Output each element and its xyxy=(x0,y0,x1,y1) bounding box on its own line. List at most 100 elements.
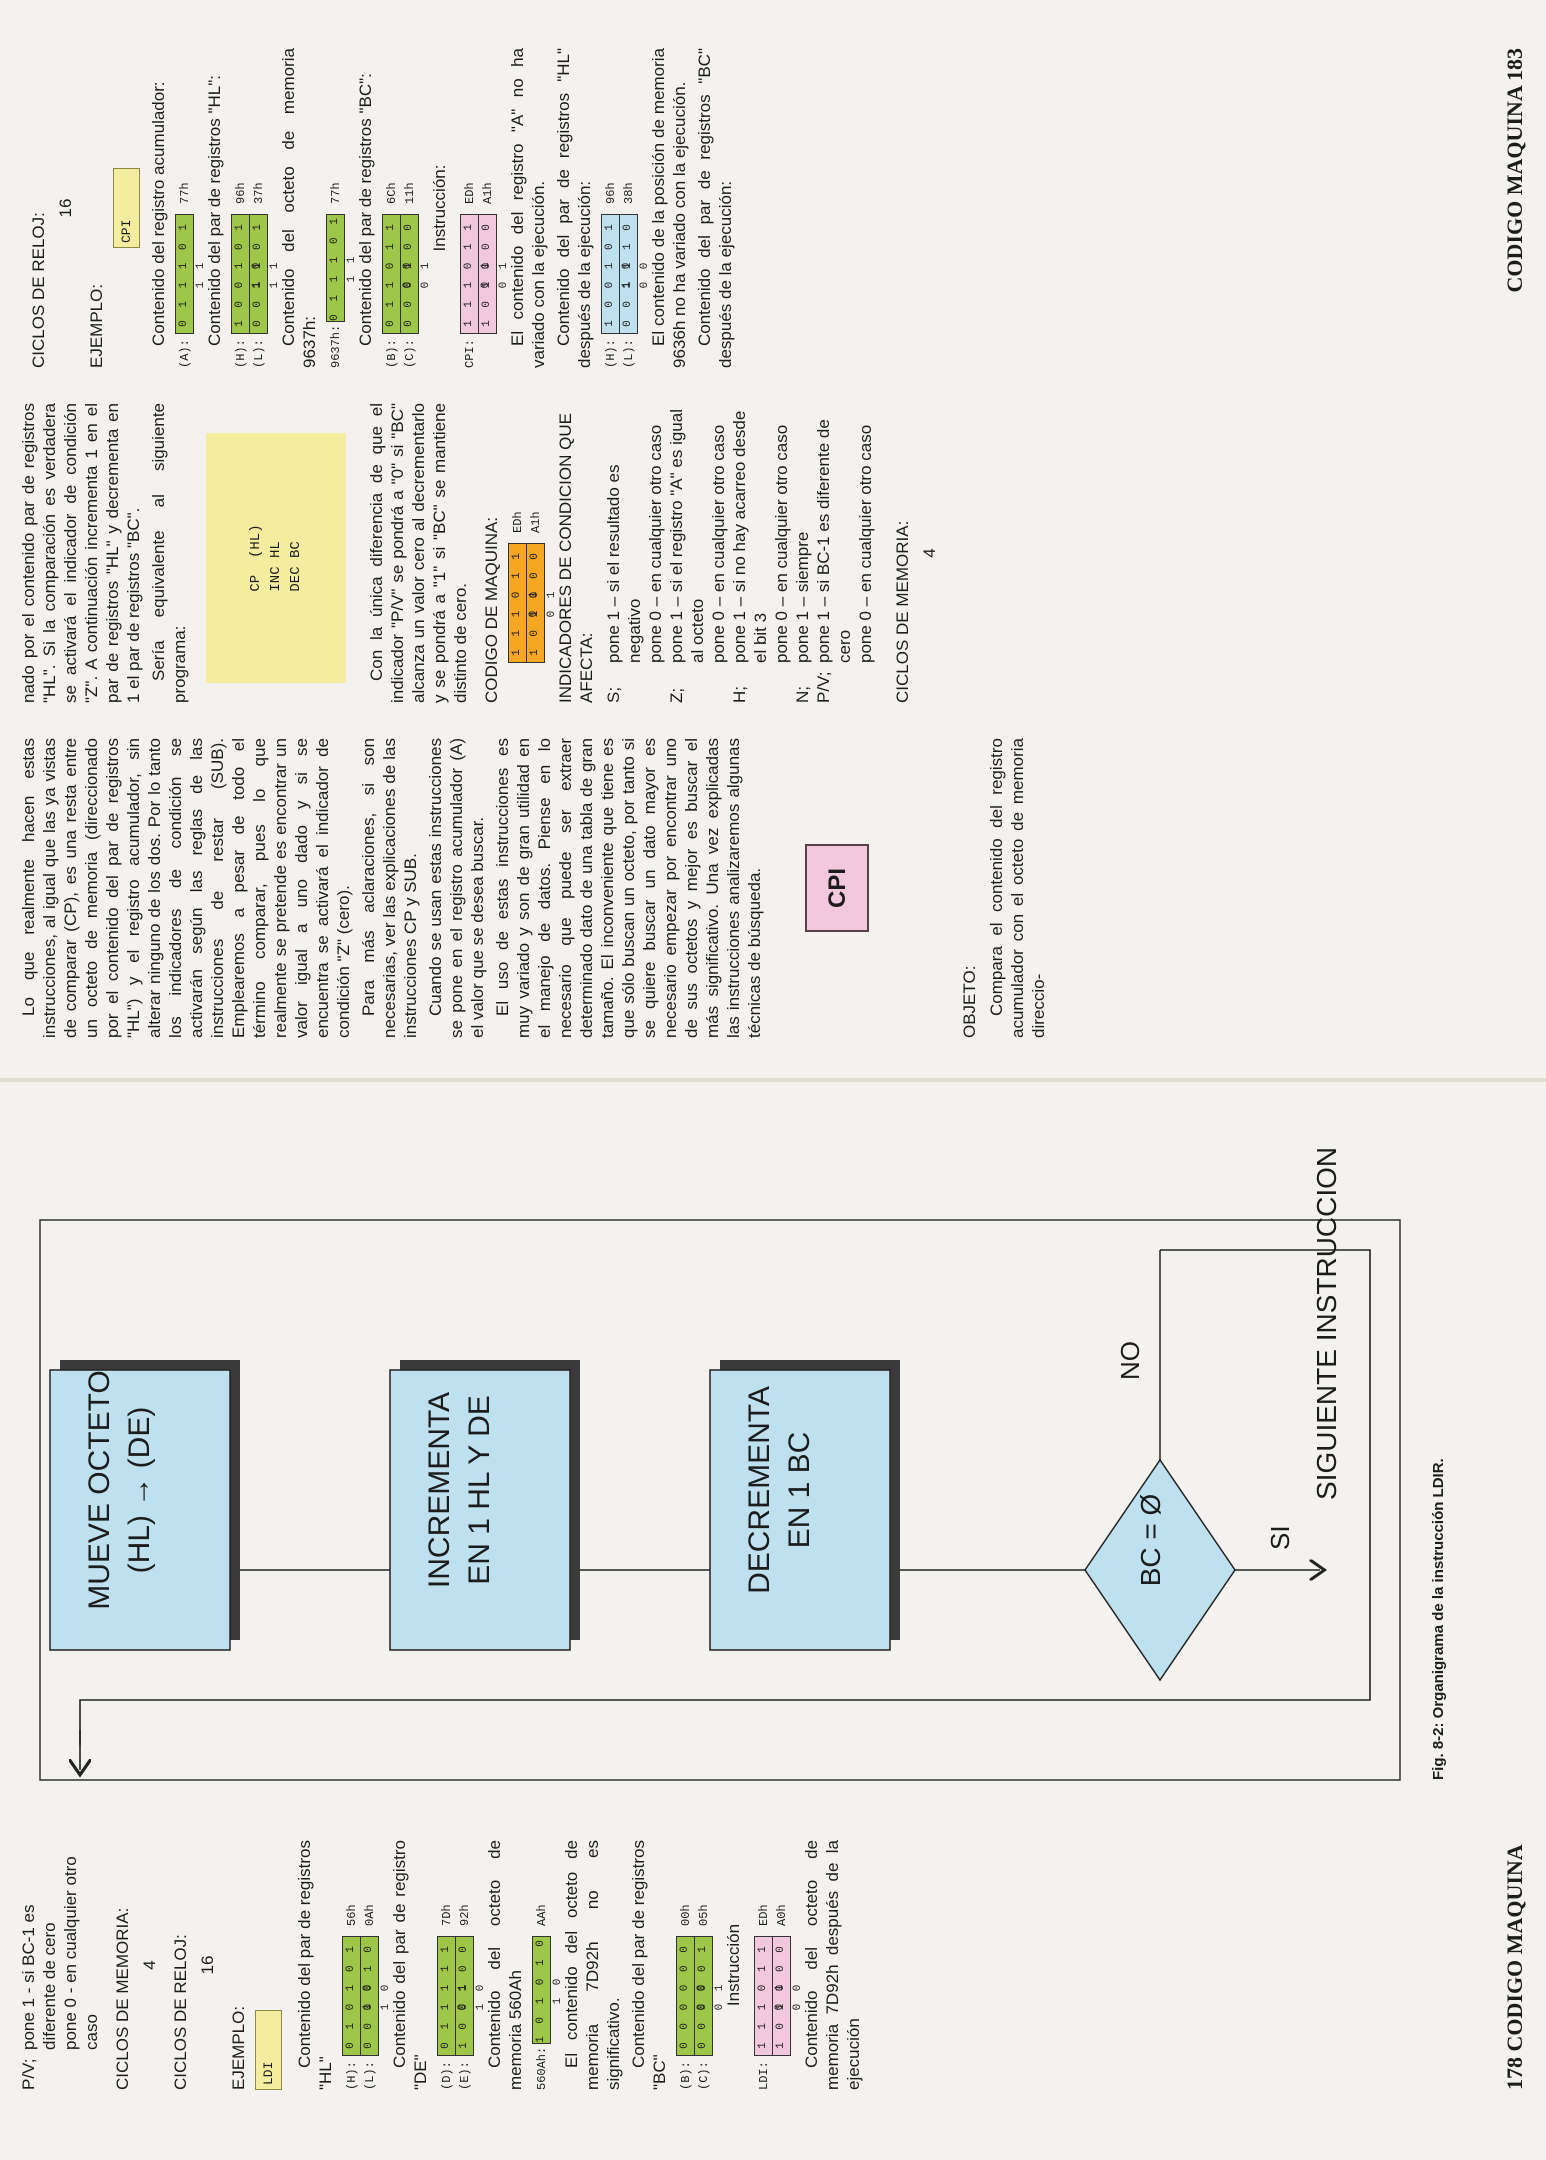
objeto-label: OBJETO: xyxy=(960,965,979,1038)
a-caption: Contenido del registro acumulador: xyxy=(149,81,168,346)
codigo-maquina-label: CODIGO DE MAQUINA: xyxy=(482,516,501,703)
page-183: Lo que realmente hacen estas instruccion… xyxy=(0,0,1546,1078)
flags-list: S;pone 1 – si el resultado es negativo p… xyxy=(603,403,876,703)
reg-bits: 1 1 1 0 1 1 0 1 xyxy=(757,1943,786,2049)
flowchart-svg xyxy=(39,1219,1401,1781)
flag-key: P/V; xyxy=(814,671,833,704)
reg-label: (B): xyxy=(678,2061,693,2090)
gutter xyxy=(0,1078,1546,1082)
reg-bits: 0 0 0 0 0 0 0 0 xyxy=(679,1943,708,2049)
flag-text: pone 1 – si el registro "A" es igual al … xyxy=(667,409,707,663)
increment-box xyxy=(389,1369,571,1651)
paragraph: Cuando se usan estas instrucciones se po… xyxy=(426,738,487,1038)
page-footer-left: 178 CODIGO MAQUINA xyxy=(1502,1844,1527,2090)
paragraph: Con la única diferencia de que el indica… xyxy=(367,403,470,703)
reg-bits: 0 1 1 1 0 1 1 1 xyxy=(178,221,207,327)
code-hex: A1h xyxy=(528,511,543,533)
reg-hex: 38h xyxy=(621,182,636,204)
reg-label: 9637h: xyxy=(328,324,343,368)
reg-hex: 96h xyxy=(603,182,618,204)
pv-flag-block: P/V; pone 1 - si BC-1 es diferente de cer… xyxy=(18,1840,102,2090)
reg-hex: 56h xyxy=(344,1904,359,1926)
reg-hex: 37h xyxy=(251,182,266,204)
reg-hex: 11h xyxy=(402,182,417,204)
reg-label: (E): xyxy=(457,2061,472,2090)
reg-hex: AAh xyxy=(534,1904,549,1926)
after-bc-caption: Contenido del par de registros "BC" desp… xyxy=(695,48,735,368)
diamond-text: BC = Ø xyxy=(1135,1493,1166,1587)
hl-caption: Contenido del par de registros "HL" xyxy=(295,1840,335,2090)
box2-text: INCREMENTA EN 1 HL Y DE xyxy=(423,1391,496,1589)
reg-bits: 1 0 1 0 1 0 1 0 xyxy=(535,1937,564,2043)
indicadores-label: INDICADORES DE CONDICION QUE AFECTA: xyxy=(556,413,596,703)
reg-hex: EDh xyxy=(462,182,477,204)
box1-text: MUEVE OCTETO (HL) → (DE) xyxy=(83,1370,156,1610)
mem-caption: Contenido del octeto de memoria 560Ah xyxy=(485,1840,525,2090)
flowchart xyxy=(30,1110,1410,1790)
ciclos-reloj-value: 16 xyxy=(56,198,75,218)
instruction-caption: Instrucción: xyxy=(430,164,449,252)
right-column-1: Lo que realmente hacen estas instruccion… xyxy=(18,738,1053,1038)
reg-hex: 77h xyxy=(177,182,192,204)
reg-bits: 1 0 1 0 0 0 0 0 xyxy=(772,1937,804,2055)
reg-bits: 0 0 0 1 0 0 0 1 xyxy=(400,215,432,333)
ejemplo-mnemonic: LDI xyxy=(255,2010,282,2090)
reg-label: (A): xyxy=(177,339,192,368)
reg-label: (C): xyxy=(696,2061,711,2090)
figure-caption: Fig. 8-2: Organigrama de la instrucción … xyxy=(1430,1458,1447,1780)
instruction-caption: Instrucción xyxy=(724,1923,743,2007)
reg-hex: EDh xyxy=(756,1904,771,1926)
ejemplo-label: EJEMPLO: xyxy=(87,283,106,368)
flag-key: P/V; xyxy=(19,2058,38,2091)
no-label: NO xyxy=(1115,1341,1145,1380)
reg-label: (C): xyxy=(402,339,417,368)
bc-caption: Contenido del par de registros "BC": xyxy=(356,73,375,346)
memory-560a: 560Ah: 1 0 1 0 1 0 1 0 AAh xyxy=(532,1840,564,2090)
reg-hex: A0h xyxy=(774,1904,789,1926)
register-a: (A): 0 1 1 1 0 1 1 1 77h xyxy=(175,48,207,368)
after-hl-caption: Contenido del par de registros "HL" desp… xyxy=(554,48,594,368)
hl-caption: Contenido del par de registros "HL": xyxy=(205,75,224,346)
page-178: P/V; pone 1 - si BC-1 es diferente de cer… xyxy=(0,1082,1546,2160)
reg-bits: 0 0 0 0 1 0 1 0 xyxy=(360,1937,392,2055)
ciclos-memoria-value: 4 xyxy=(140,1960,159,1970)
reg-label: CPI: xyxy=(462,339,477,368)
paragraph: Sería equivalente al siguiente programa: xyxy=(149,403,189,703)
mem-caption: Contenido del octeto de memoria 9637h: xyxy=(279,48,319,368)
reg-label: (H): xyxy=(344,2061,359,2090)
flag-text: pone 1 - si BC-1 es diferente de cero xyxy=(19,1904,59,2050)
left-page-column: P/V; pone 1 - si BC-1 es diferente de cer… xyxy=(18,1840,868,2090)
paragraph: nado por el contenido par de registros "… xyxy=(19,403,143,703)
reg-bits: 0 1 1 1 1 1 0 1 xyxy=(440,1943,469,2049)
reg-bits: 1 1 1 0 1 1 0 1 xyxy=(463,221,492,327)
yes-label: SI xyxy=(1265,1525,1295,1550)
reg-hex: 00h xyxy=(678,1904,693,1926)
end-label: SIGUIENTE INSTRUCCION xyxy=(1311,1146,1342,1500)
ciclos-memoria-value: 4 xyxy=(920,548,939,558)
flag-text: pone 1 – si no hay acarreo desde el bit … xyxy=(730,410,770,663)
reg-bits: 1 0 1 0 0 0 0 1 xyxy=(478,215,510,333)
reg-hex: 7Dh xyxy=(439,1904,454,1926)
reg-hex: 05h xyxy=(696,1904,711,1926)
ciclos-reloj-label: CICLOS DE RELOJ: xyxy=(171,1934,190,2090)
reg-bits: 0 0 1 1 1 0 0 0 xyxy=(619,215,651,333)
reg-label: (L): xyxy=(621,339,636,368)
after-mem-note: El contenido de la posición de memoria 9… xyxy=(649,48,689,368)
page-footer-right: CODIGO MAQUINA 183 xyxy=(1502,48,1527,293)
flowchart-border xyxy=(39,1219,1401,1781)
flag-text: pone 0 – en cualquier otro caso xyxy=(646,424,665,663)
flag-text: pone 1 – si BC-1 es diferente de cero xyxy=(814,419,854,663)
code-hex: EDh xyxy=(510,511,525,533)
paragraph: Para más aclaraciones, si son necesarias… xyxy=(359,738,420,1038)
de-caption: Contenido del par de registro "DE" xyxy=(390,1840,430,2090)
flag-text: pone 0 – en cualquier otro caso xyxy=(709,424,728,663)
loop-connector xyxy=(79,1249,1371,1745)
program-code: CP (HL) INC HL DEC BC xyxy=(248,524,304,592)
